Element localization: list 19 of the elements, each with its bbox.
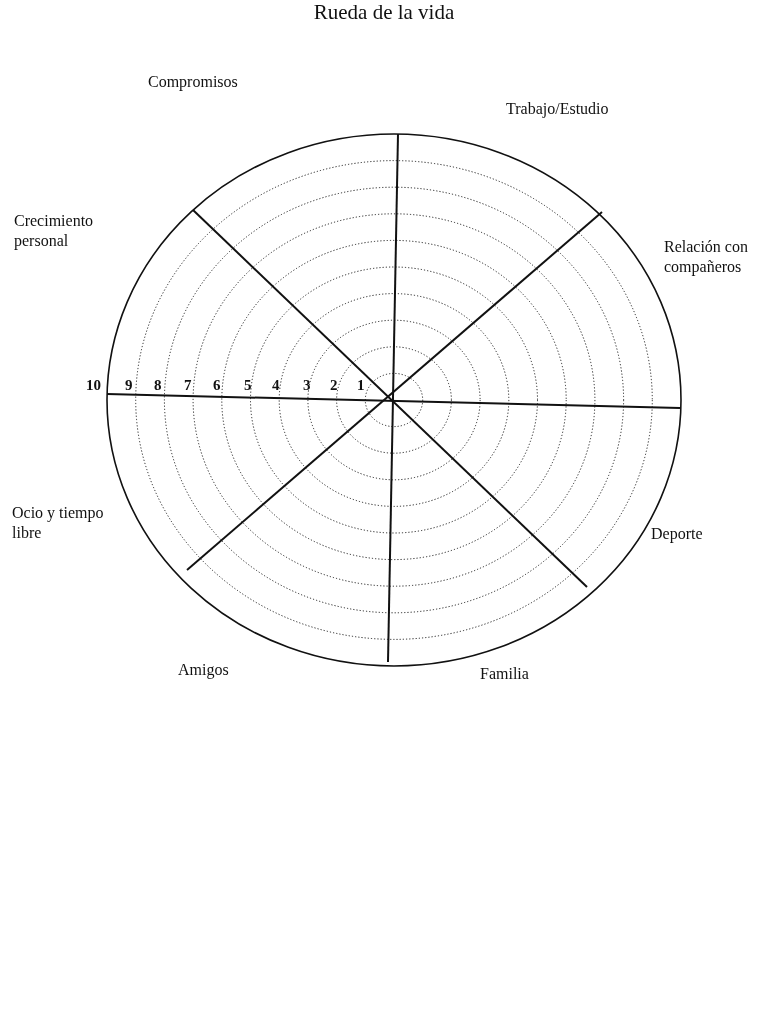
category-label: Deporte	[651, 524, 704, 544]
scale-number: 4	[272, 376, 280, 395]
category-label: Trabajo/Estudio	[506, 99, 610, 119]
scale-number: 2	[330, 376, 338, 395]
category-label: Compromisos	[148, 72, 239, 92]
category-label: Ocio y tiempo libre	[12, 503, 105, 543]
scale-number: 10	[86, 376, 101, 395]
scale-number: 1	[357, 376, 365, 395]
category-label: Crecimiento personal	[14, 211, 95, 251]
scale-number: 8	[154, 376, 162, 395]
scale-number: 7	[184, 376, 192, 395]
category-label: Relación con compañeros	[664, 237, 749, 277]
scale-number: 6	[213, 376, 221, 395]
category-label: Amigos	[178, 660, 230, 680]
category-label: Familia	[480, 664, 530, 684]
scale-number: 3	[303, 376, 311, 395]
scale-number: 5	[244, 376, 252, 395]
title: Rueda de la vida	[312, 0, 456, 25]
scale-number: 9	[125, 376, 133, 395]
